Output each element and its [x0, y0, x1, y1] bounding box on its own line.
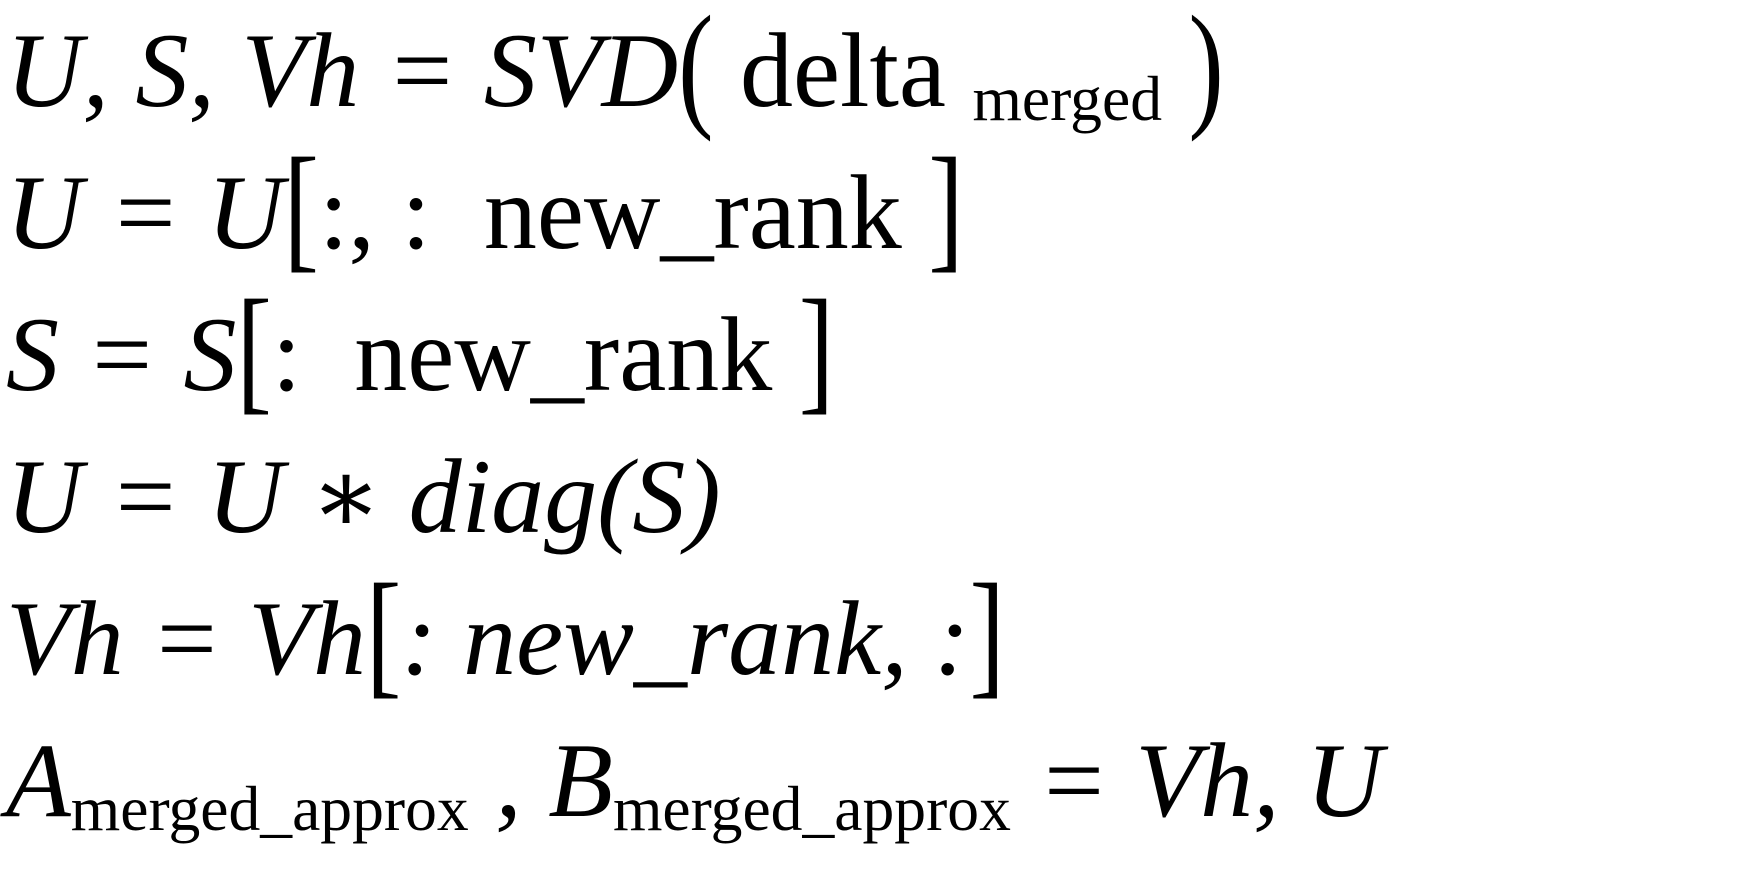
math-segment: U = U [6, 154, 284, 271]
math-segment: = Vh, U [1010, 722, 1383, 839]
math-segment: [ [236, 271, 272, 427]
math-segment: U, S, Vh = SVD [6, 12, 679, 129]
math-segment [1162, 12, 1189, 129]
eq-ab-approx-result: Amerged_approx , Bmerged_approx = Vh, U [6, 710, 1762, 852]
eq-u-truncate: U = U[:, : new_rank ] [6, 130, 1762, 284]
math-segment: [ [366, 555, 402, 711]
equations: U, S, Vh = SVD( delta merged )U = U[:, :… [6, 0, 1762, 852]
math-segment: ] [969, 555, 1005, 711]
math-segment: :, : [318, 154, 484, 271]
math-segment: ( [678, 0, 714, 143]
math-segment: merged_approx [70, 772, 469, 844]
math-segment: ] [928, 129, 964, 285]
math-segment: U = U ∗ diag(S) [6, 438, 721, 555]
math-segment: : new_rank, : [401, 580, 970, 697]
eq-svd-decomposition: U, S, Vh = SVD( delta merged ) [6, 0, 1762, 142]
math-segment: [ [283, 129, 319, 285]
math-figure: U, S, Vh = SVD( delta merged )U = U[:, :… [6, 0, 1762, 852]
eq-vh-truncate: Vh = Vh[: new_rank, :] [6, 556, 1762, 710]
math-segment: merged [972, 62, 1162, 134]
math-segment: ] [798, 271, 835, 427]
math-segment: , B [468, 722, 613, 839]
math-segment: ) [1188, 0, 1224, 143]
math-segment: delta [713, 12, 973, 129]
eq-u-scale-by-singular-values: U = U ∗ diag(S) [6, 426, 1762, 568]
math-segment: A [6, 722, 71, 839]
math-segment: Vh = Vh [6, 580, 367, 697]
math-segment: S = S [6, 296, 237, 413]
math-segment: : new_rank [271, 296, 799, 413]
eq-s-truncate: S = S[: new_rank ] [6, 272, 1762, 426]
math-segment: new_rank [483, 154, 929, 271]
math-segment: merged_approx [612, 772, 1011, 844]
